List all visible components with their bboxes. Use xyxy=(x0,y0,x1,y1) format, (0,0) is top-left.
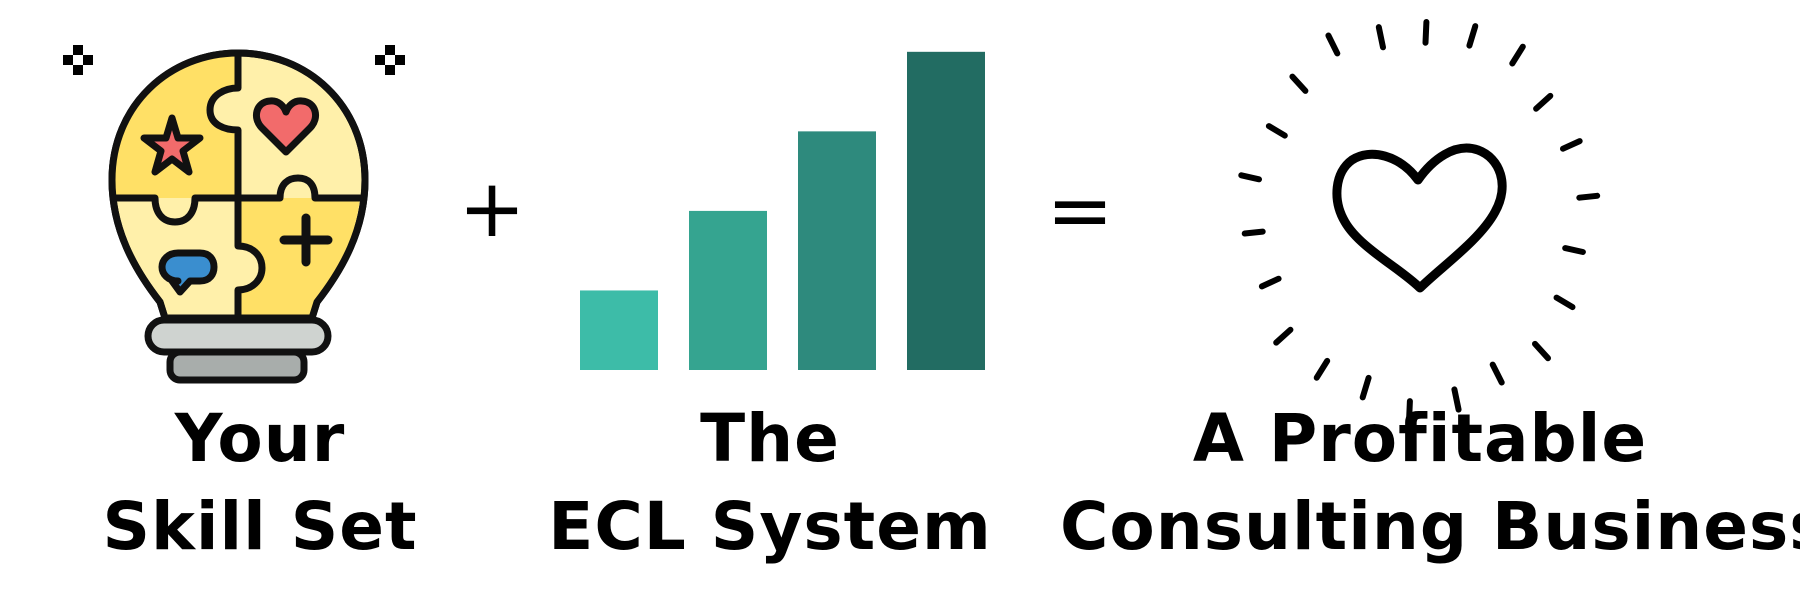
burst-ray xyxy=(1553,294,1576,311)
burst-ray xyxy=(1466,23,1479,49)
burst-ray xyxy=(1576,192,1601,201)
chart-bar-2 xyxy=(689,210,767,370)
chart-bar-1 xyxy=(580,290,658,370)
burst-ray xyxy=(1273,326,1294,346)
lightbulb-puzzle-icon xyxy=(108,49,369,384)
caption-line: Skill Set xyxy=(102,488,418,565)
burst-ray xyxy=(1359,374,1372,401)
chart-bar-3 xyxy=(798,131,876,370)
caption-ecl-system: The ECL System xyxy=(520,395,1020,571)
star-icon xyxy=(140,114,204,176)
sparkle-icon xyxy=(63,45,93,75)
chart-bar-4 xyxy=(907,51,985,371)
caption-line: Your xyxy=(174,400,346,477)
heart-icon xyxy=(252,97,320,156)
burst-ray xyxy=(1422,19,1430,46)
burst-ray xyxy=(1533,92,1554,112)
caption-line: A Profitable xyxy=(1192,400,1648,477)
burst-ray xyxy=(1489,361,1505,386)
burst-ray xyxy=(1265,123,1288,139)
burst-ray xyxy=(1560,138,1583,152)
burst-ray xyxy=(1375,24,1386,51)
plus-icon xyxy=(279,213,333,267)
burst-ray xyxy=(1258,275,1282,290)
caption-skill-set: Your Skill Set xyxy=(60,395,460,571)
burst-ray xyxy=(1532,340,1551,362)
burst-ray xyxy=(1238,172,1262,183)
chat-bubble-icon xyxy=(158,249,218,296)
burst-ray xyxy=(1241,228,1266,237)
burst-ray xyxy=(1289,73,1309,94)
burst-ray xyxy=(1509,43,1526,67)
plus-operator: + xyxy=(458,162,525,255)
ecl-bar-chart xyxy=(580,51,985,371)
caption-business: A Profitable Consulting Business xyxy=(1060,395,1800,571)
burst-ray xyxy=(1451,386,1462,413)
burst-ray xyxy=(1313,357,1331,381)
burst-ray xyxy=(1325,32,1341,57)
sparkle-icon xyxy=(375,45,405,75)
burst-ray xyxy=(1406,398,1413,425)
heart-burst-icon xyxy=(1238,19,1601,425)
heart-icon xyxy=(1332,143,1507,293)
caption-line: ECL System xyxy=(548,488,992,565)
caption-line: Consulting Business xyxy=(1060,488,1800,565)
burst-ray xyxy=(1562,245,1586,255)
caption-line: The xyxy=(700,400,840,477)
equals-operator: = xyxy=(1046,164,1113,257)
